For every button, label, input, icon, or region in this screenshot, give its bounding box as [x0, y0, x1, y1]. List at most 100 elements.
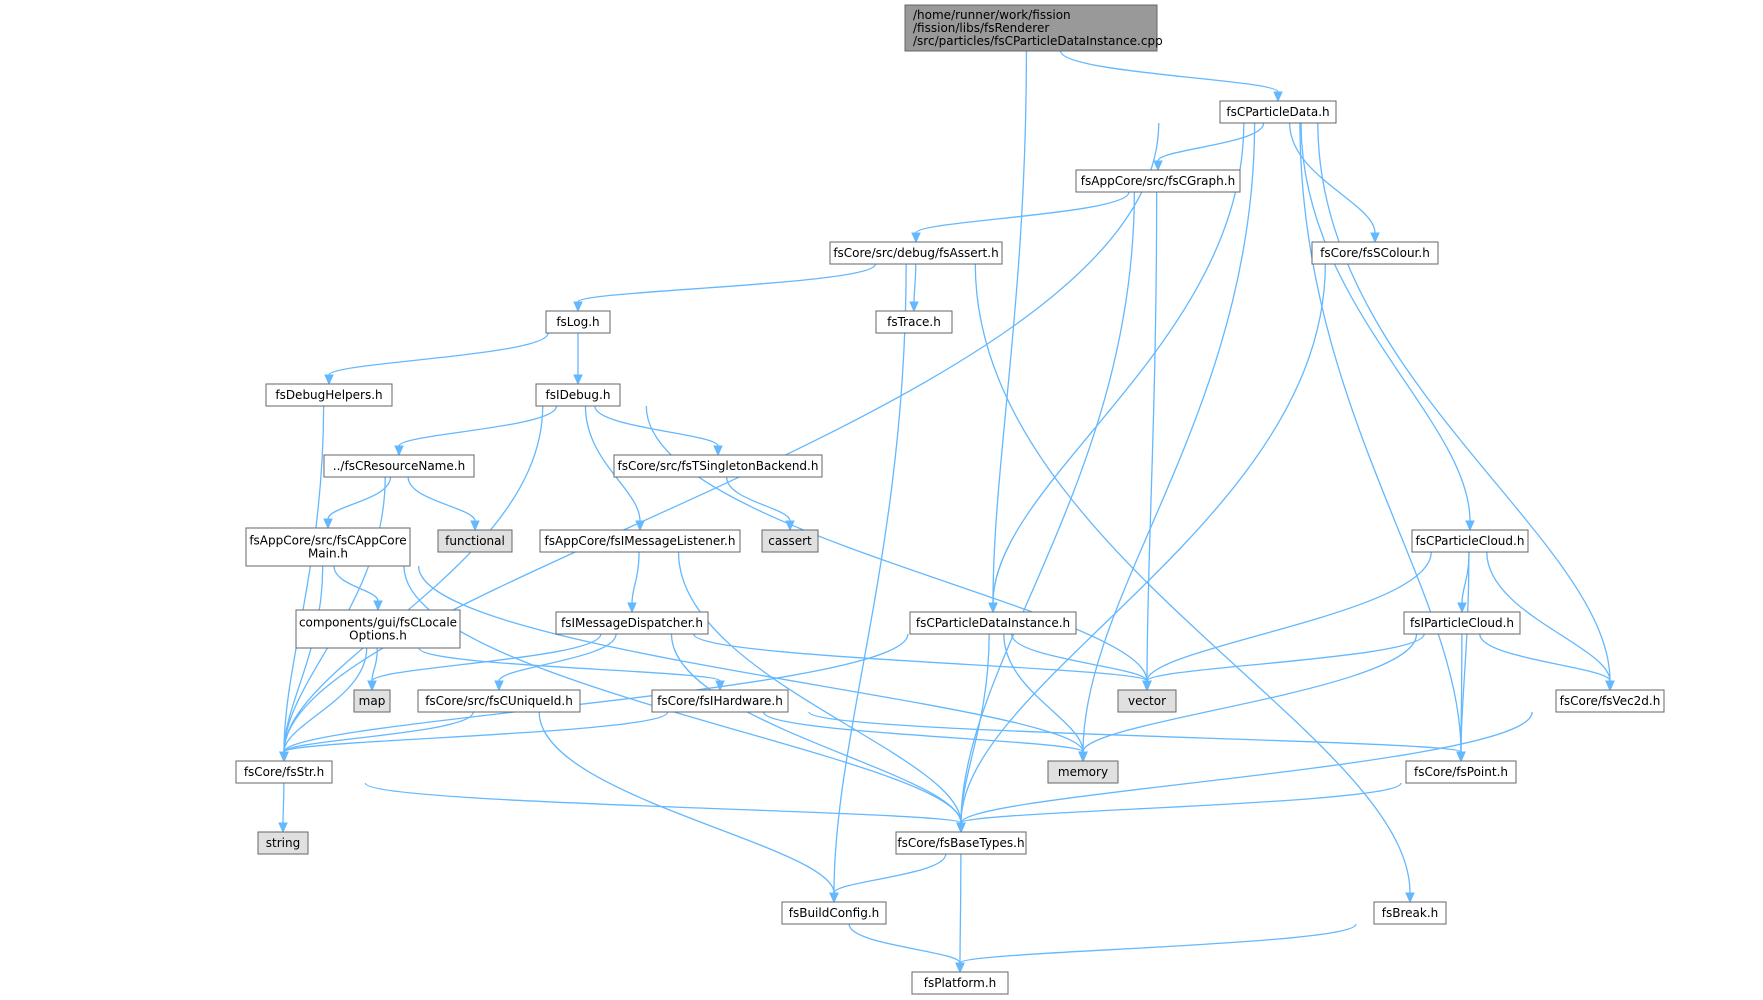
- node-pcloud[interactable]: fsCParticleCloud.h: [1411, 529, 1529, 553]
- node-scolour[interactable]: fsCore/fsSColour.h: [1311, 241, 1439, 265]
- node-box: [613, 454, 823, 478]
- edge-ipcloud-to-point: [1456, 633, 1466, 763]
- edge-line: [833, 853, 947, 894]
- node-graph[interactable]: fsAppCore/src/fsCGraph.h: [1075, 169, 1241, 193]
- edge-appmain-to-str: [279, 565, 324, 763]
- edge-arrowhead: [1273, 91, 1283, 103]
- edge-root-to-pdata: [1059, 50, 1283, 103]
- edge-line: [594, 405, 719, 447]
- edge-arrowhead: [494, 680, 504, 692]
- edge-line: [283, 405, 325, 753]
- node-box: [909, 611, 1077, 635]
- edge-line: [960, 711, 1533, 824]
- edge-line: [974, 263, 1411, 894]
- node-label: fsCore/src/debug/fsAssert.h: [833, 246, 998, 260]
- node-buildcfg[interactable]: fsBuildConfig.h: [781, 901, 887, 925]
- edge-arrowhead: [911, 232, 921, 244]
- edge-line: [1082, 122, 1256, 753]
- edge-line: [364, 782, 962, 824]
- node-string: string: [257, 831, 309, 855]
- node-label: /fission/libs/fsRenderer: [913, 21, 1049, 35]
- node-basetypes[interactable]: fsCore/fsBaseTypes.h: [895, 831, 1027, 855]
- node-label: map: [359, 694, 386, 708]
- edge-locale-to-hardware: [418, 647, 725, 692]
- edge-line: [1146, 633, 1425, 682]
- edge-arrowhead: [367, 680, 377, 692]
- edge-arrowhead: [713, 445, 723, 457]
- node-root[interactable]: /home/runner/work/fission/fission/libs/f…: [904, 4, 1163, 52]
- node-label: functional: [445, 534, 505, 548]
- node-point[interactable]: fsCore/fsPoint.h: [1405, 760, 1517, 784]
- node-dbghelp[interactable]: fsDebugHelpers.h: [265, 383, 393, 407]
- edge-line: [371, 633, 602, 682]
- node-label: vector: [1128, 694, 1166, 708]
- edge-line: [283, 405, 544, 753]
- node-box: [1373, 901, 1447, 925]
- edge-line: [960, 782, 1402, 824]
- edge-line: [913, 263, 917, 303]
- node-box: [555, 611, 709, 635]
- edge-line: [960, 633, 990, 824]
- edge-resname-to-appmain: [323, 476, 392, 530]
- node-label: Main.h: [308, 547, 348, 561]
- edge-line: [915, 191, 1130, 234]
- node-label: fsCore/fsPoint.h: [1414, 765, 1508, 779]
- edge-line: [1010, 633, 1148, 682]
- node-label: fsDebugHelpers.h: [275, 388, 382, 402]
- edge-graph-to-assert: [911, 191, 1130, 244]
- node-singleton[interactable]: fsCore/src/fsTSingletonBackend.h: [613, 454, 823, 478]
- edge-hardware-to-point: [808, 711, 1466, 763]
- edge-arrowhead: [1405, 892, 1415, 904]
- node-trace[interactable]: fsTrace.h: [875, 310, 953, 334]
- node-label: fsCParticleDataInstance.h: [916, 616, 1070, 630]
- node-box: [417, 689, 581, 713]
- edge-line: [577, 263, 877, 303]
- node-idebug[interactable]: fsIDebug.h: [535, 383, 621, 407]
- edge-line: [959, 923, 1357, 964]
- node-map: map: [353, 689, 391, 713]
- node-label: fsCore/fsSColour.h: [1320, 246, 1430, 260]
- edge-line: [1299, 122, 1462, 753]
- node-pdinst[interactable]: fsCParticleDataInstance.h: [909, 611, 1077, 635]
- node-ipcloud[interactable]: fsIParticleCloud.h: [1403, 611, 1521, 635]
- edge-line: [1146, 191, 1158, 682]
- edge-line: [283, 565, 324, 753]
- edge-arrowhead: [573, 374, 583, 386]
- node-uniqueid[interactable]: fsCore/src/fsCUniqueId.h: [417, 689, 581, 713]
- node-box: [539, 529, 741, 553]
- node-hardware[interactable]: fsCore/fsIHardware.h: [651, 689, 789, 713]
- edge-arrowhead: [955, 962, 965, 974]
- node-label: fsCore/fsIHardware.h: [657, 694, 783, 708]
- node-box: [323, 454, 475, 478]
- edge-msgdisp-to-basetypes: [670, 633, 966, 834]
- edge-line: [283, 122, 1160, 753]
- node-pdata[interactable]: fsCParticleData.h: [1219, 100, 1337, 124]
- node-platform[interactable]: fsPlatform.h: [911, 971, 1009, 995]
- edge-line: [407, 476, 476, 522]
- edge-line: [282, 782, 285, 824]
- node-assert[interactable]: fsCore/src/debug/fsAssert.h: [829, 241, 1003, 265]
- node-resname[interactable]: ../fsCResourceName.h: [323, 454, 475, 478]
- node-msgdisp[interactable]: fsIMessageDispatcher.h: [555, 611, 709, 635]
- edge-str-to-string: [278, 782, 288, 834]
- node-functional: functional: [437, 529, 513, 553]
- edge-pdinst-to-vector: [1010, 633, 1152, 692]
- edge-idebug-to-resname: [394, 405, 558, 457]
- node-label: fsCParticleCloud.h: [1416, 534, 1525, 548]
- edge-arrowhead: [279, 751, 289, 763]
- edge-arrowhead: [909, 301, 919, 313]
- node-box: [875, 310, 953, 334]
- node-log[interactable]: fsLog.h: [545, 310, 611, 334]
- node-msglistener[interactable]: fsAppCore/fsIMessageListener.h: [539, 529, 741, 553]
- node-memory: memory: [1047, 760, 1119, 784]
- node-box: [1219, 100, 1337, 124]
- node-break[interactable]: fsBreak.h: [1373, 901, 1447, 925]
- edge-pdata-to-pdinst: [988, 122, 1245, 614]
- node-vec2d[interactable]: fsCore/fsVec2d.h: [1555, 689, 1665, 713]
- node-box: [1075, 169, 1241, 193]
- node-box: [1405, 760, 1517, 784]
- node-str[interactable]: fsCore/fsStr.h: [235, 760, 333, 784]
- edge-msgdisp-to-uniqueid: [494, 633, 617, 692]
